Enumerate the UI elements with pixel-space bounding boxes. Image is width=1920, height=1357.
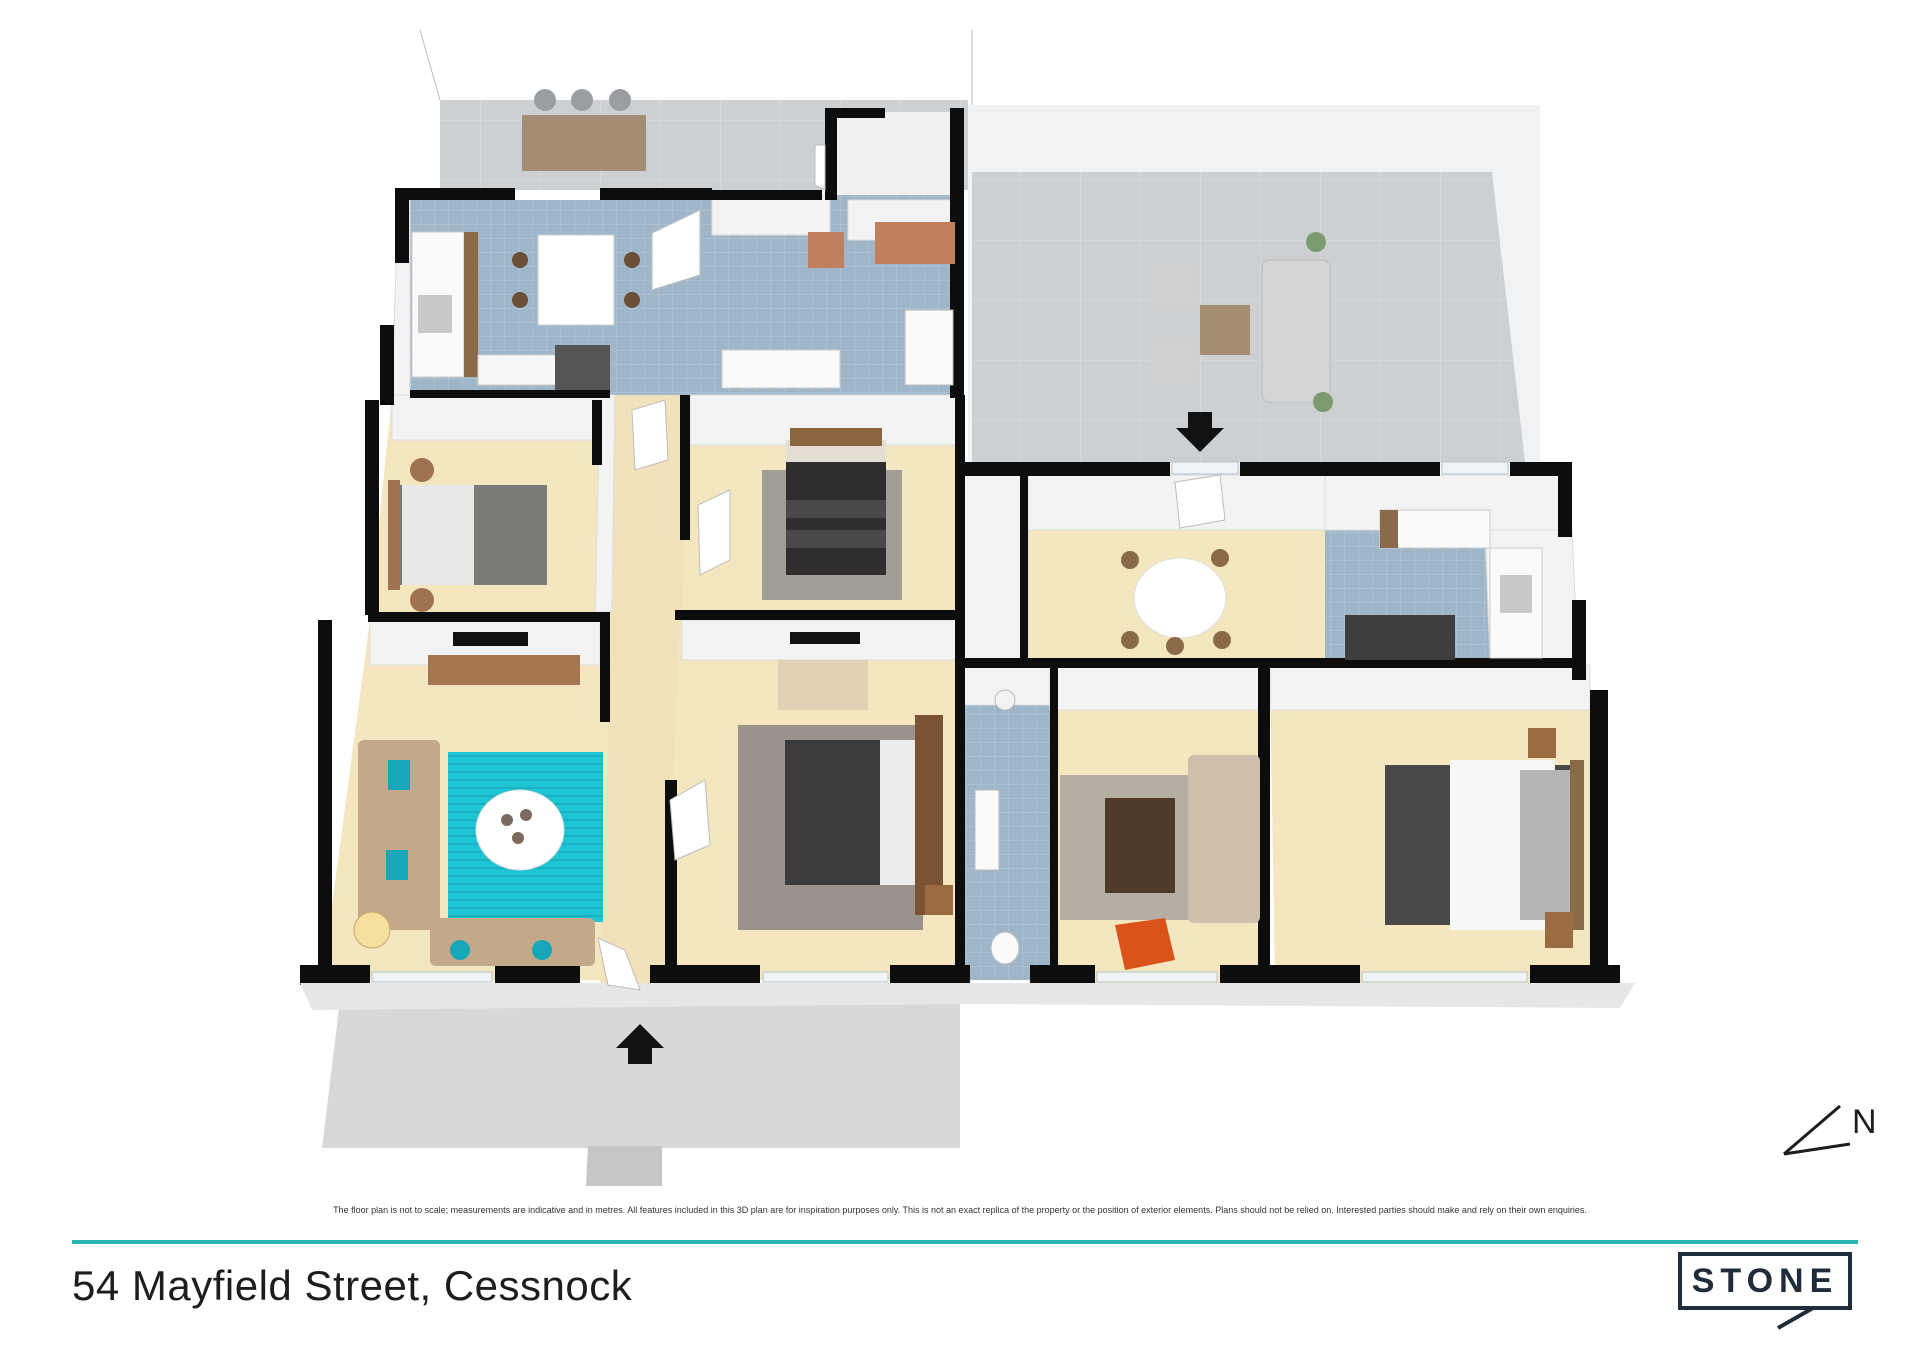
arrow-down-icon — [1176, 412, 1224, 452]
doors — [597, 144, 1226, 991]
interior-wall-faces — [369, 194, 1591, 711]
exterior-walls — [300, 108, 1620, 990]
dining-table-east — [1121, 549, 1231, 655]
logo-tail-icon — [1777, 1292, 1852, 1330]
house-floors — [322, 112, 1610, 985]
bed-bedroom-3 — [738, 632, 953, 930]
lounge-east — [1060, 755, 1260, 970]
windows — [371, 461, 1528, 983]
logo-wordmark: STONE — [1691, 1262, 1839, 1300]
property-address: 54 Mayfield Street, Cessnock — [72, 1262, 633, 1309]
bed-bedroom-2 — [762, 428, 902, 600]
dining-table-west — [512, 234, 640, 326]
exterior-plinth — [300, 983, 1635, 1010]
bed-master — [1385, 728, 1584, 948]
arrow-up-icon — [616, 1024, 664, 1064]
kitchen-counter — [411, 231, 610, 390]
living-room — [353, 632, 603, 966]
front-steps — [586, 1146, 662, 1186]
top-bathroom-fixtures — [721, 222, 955, 389]
outdoor-lounge-set — [1150, 232, 1333, 412]
disclaimer-text: The floor plan is not to scale; measurem… — [333, 1205, 1587, 1215]
compass-label: N — [1852, 1103, 1877, 1141]
kitchen-east-counter — [1345, 509, 1543, 660]
accent-rule — [72, 1240, 1858, 1244]
outdoor-area — [322, 29, 1540, 1186]
bathroom-east-fixtures — [974, 689, 1020, 965]
north-compass-icon — [1783, 1104, 1851, 1156]
bed-bedroom-1 — [388, 458, 547, 612]
outdoor-dining-table — [522, 89, 646, 171]
logo-frame — [1678, 1252, 1852, 1310]
front-path — [322, 1000, 960, 1148]
brand-logo: STONE — [1678, 1252, 1858, 1334]
